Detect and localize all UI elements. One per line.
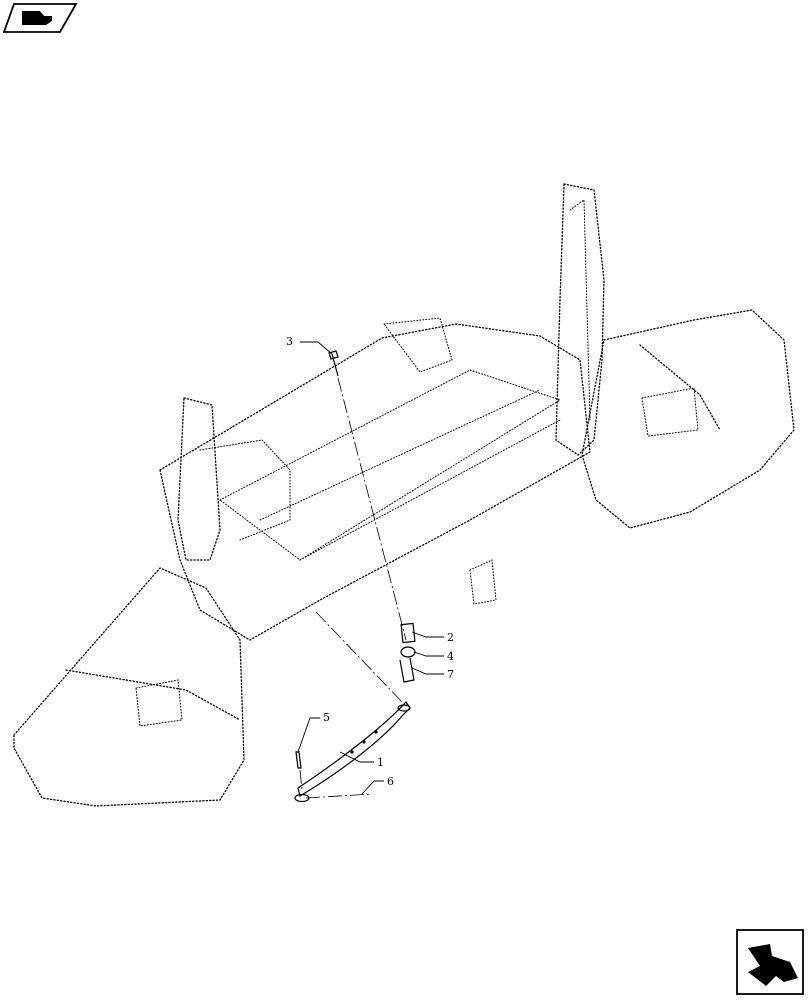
callout-2: 2 (447, 631, 454, 644)
assembly-centerlines (299, 377, 407, 799)
clip-part (400, 646, 416, 658)
bolt-part (328, 350, 339, 377)
callout-1: 1 (377, 756, 384, 769)
callout-labels: 3 2 4 7 5 1 6 (286, 335, 454, 788)
tow-bar-part (294, 701, 411, 803)
callout-leaders (297, 341, 444, 795)
linch-pin-part (399, 657, 415, 683)
pin-part (295, 751, 302, 769)
book-navigation-icon[interactable] (2, 3, 78, 33)
callout-5: 5 (323, 711, 330, 724)
bushing-part (400, 622, 416, 644)
callout-6: 6 (387, 775, 394, 788)
callout-7: 7 (447, 668, 454, 681)
next-page-arrow-icon[interactable] (736, 929, 804, 995)
frame-assembly (13, 183, 795, 807)
callout-3: 3 (286, 335, 293, 348)
callout-4: 4 (447, 650, 454, 663)
